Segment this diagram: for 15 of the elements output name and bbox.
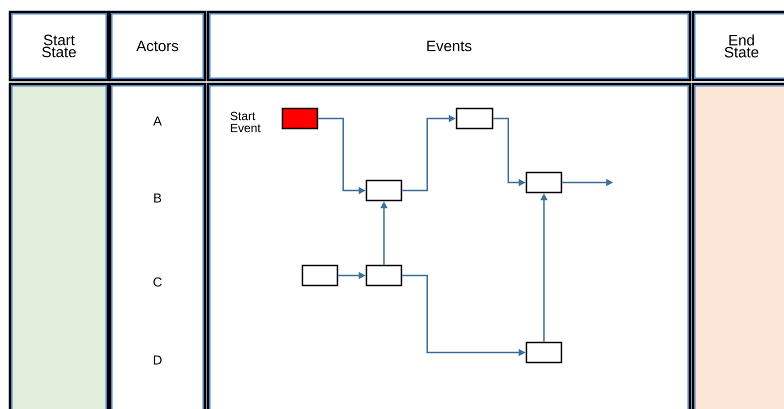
- header-cell: Start State: [8, 10, 110, 82]
- header-cell: End State: [692, 10, 784, 82]
- event-box: [366, 264, 402, 286]
- actor-column: A B C D: [108, 82, 206, 409]
- event-box: [366, 180, 402, 202]
- event-label: Start Event: [230, 112, 261, 132]
- lane-column: [692, 82, 784, 409]
- header-cell: Actors: [108, 10, 206, 82]
- lane-column: [8, 82, 110, 409]
- event-box: [282, 108, 318, 130]
- event-box: [526, 342, 562, 364]
- event-box: [456, 108, 494, 130]
- event-box: [526, 172, 562, 194]
- event-box: [302, 264, 338, 286]
- lane-column: [206, 82, 692, 409]
